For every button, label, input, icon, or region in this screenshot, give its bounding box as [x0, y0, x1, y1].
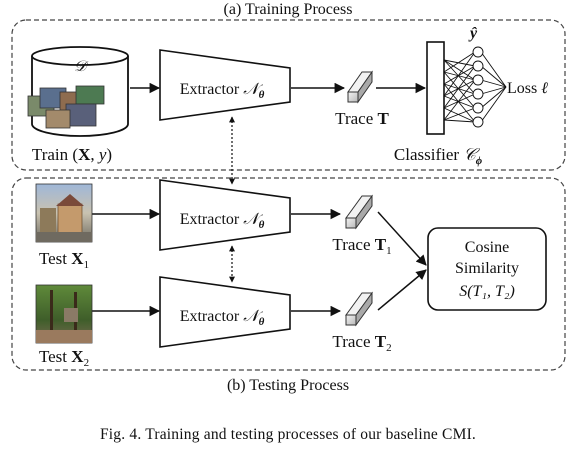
trace-test1-label: Trace T1 — [332, 235, 391, 257]
trace-train-label: Trace T — [335, 109, 389, 128]
train-label: Train (X, y) — [32, 145, 112, 164]
test1-label: Test X1 — [39, 249, 89, 271]
extractor-test1-label: Extractor 𝒩θ — [180, 211, 265, 231]
testing-process-title: (b) Testing Process — [227, 377, 349, 394]
extractor-test2-label: Extractor 𝒩θ — [180, 308, 265, 328]
test-image-2 — [35, 284, 93, 344]
extractor-train-label: Extractor 𝒩θ — [180, 81, 265, 101]
arrow-trace2-to-similarity — [377, 269, 427, 311]
testing-process-box — [11, 177, 566, 371]
cosine-similarity-line1: Cosine — [465, 239, 509, 256]
extractor-train — [159, 49, 291, 121]
dataset-cylinder-icon — [27, 46, 129, 137]
trace-test1-icon — [345, 194, 373, 230]
arrow-trace1-to-similarity — [377, 211, 427, 266]
extractor-test1 — [159, 179, 291, 251]
trace-test2-icon — [345, 291, 373, 327]
training-process-title: (a) Training Process — [224, 1, 353, 18]
classifier-label: Classifier 𝒞ϕ — [394, 145, 483, 167]
classifier-bar — [426, 41, 445, 135]
figure-caption: Fig. 4. Training and testing processes o… — [99, 426, 477, 443]
classifier-output-symbol: ŷ — [468, 25, 478, 42]
classifier-network-icon — [443, 46, 507, 128]
dataset-symbol: 𝒟 — [74, 59, 89, 75]
trace-test2-label: Trace T2 — [332, 332, 391, 354]
test-image-1 — [35, 183, 93, 243]
cosine-similarity-box — [427, 227, 547, 311]
trace-train-icon — [347, 70, 373, 104]
cosine-similarity-formula: S(T₁, T₂) — [459, 283, 515, 300]
cosine-similarity-line2: Similarity — [455, 260, 519, 277]
training-process-box — [11, 19, 566, 171]
loss-label: Loss ℓ — [507, 80, 548, 97]
test2-label: Test X2 — [39, 347, 89, 369]
extractor-test2 — [159, 276, 291, 348]
